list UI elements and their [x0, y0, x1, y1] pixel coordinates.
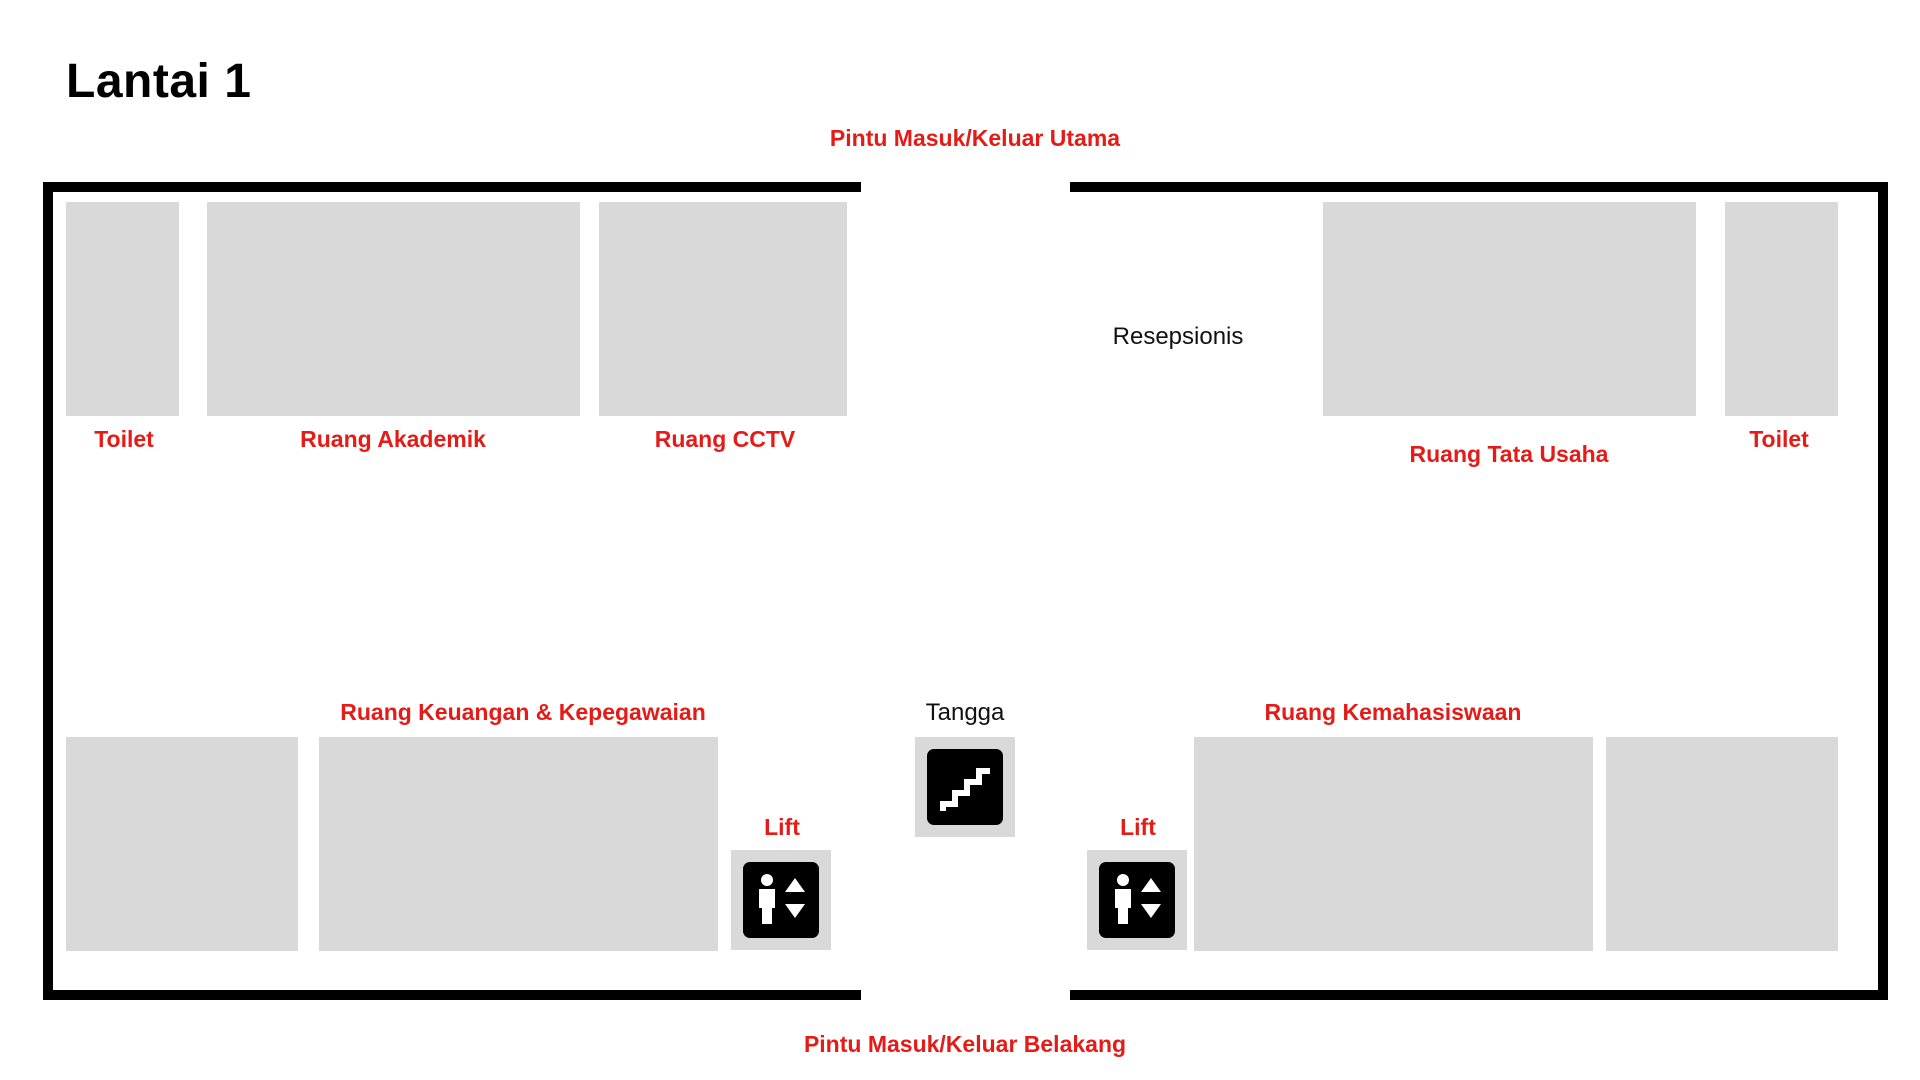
stairs-icon [927, 749, 1003, 825]
room-keuangan[interactable] [319, 737, 718, 951]
room-akademik[interactable] [207, 202, 580, 416]
wall-top-left [43, 182, 861, 192]
elevator-icon [1099, 862, 1175, 938]
wall-bottom-right [1070, 990, 1888, 1000]
room-bottom-left-small[interactable] [66, 737, 298, 951]
label-kemahasiswaan: Ruang Kemahasiswaan [1264, 699, 1522, 725]
room-toilet-left[interactable] [66, 202, 179, 416]
label-lift-left: Lift [764, 814, 800, 840]
label-keuangan: Ruang Keuangan & Kepegawaian [340, 699, 706, 725]
room-kemahasiswaan[interactable] [1194, 737, 1593, 951]
label-tangga: Tangga [925, 699, 1005, 726]
label-toilet-right: Toilet [1749, 426, 1809, 452]
wall-right [1878, 182, 1888, 1000]
label-toilet-left: Toilet [94, 426, 154, 452]
room-toilet-right[interactable] [1725, 202, 1838, 416]
wall-left [43, 182, 53, 1000]
label-resepsionis: Resepsionis [1112, 323, 1244, 350]
room-tata-usaha[interactable] [1323, 202, 1696, 416]
page-title: Lantai 1 [66, 55, 252, 108]
main-entrance-label: Pintu Masuk/Keluar Utama [829, 125, 1121, 151]
elevator-icon [743, 862, 819, 938]
label-tata-usaha: Ruang Tata Usaha [1409, 441, 1609, 467]
label-akademik: Ruang Akademik [300, 426, 486, 452]
rear-entrance-label: Pintu Masuk/Keluar Belakang [803, 1031, 1127, 1057]
wall-top-right [1070, 182, 1888, 192]
room-bottom-right-small[interactable] [1606, 737, 1838, 951]
wall-bottom-left [43, 990, 861, 1000]
label-cctv: Ruang CCTV [654, 426, 796, 452]
room-cctv[interactable] [599, 202, 847, 416]
label-lift-right: Lift [1120, 814, 1156, 840]
